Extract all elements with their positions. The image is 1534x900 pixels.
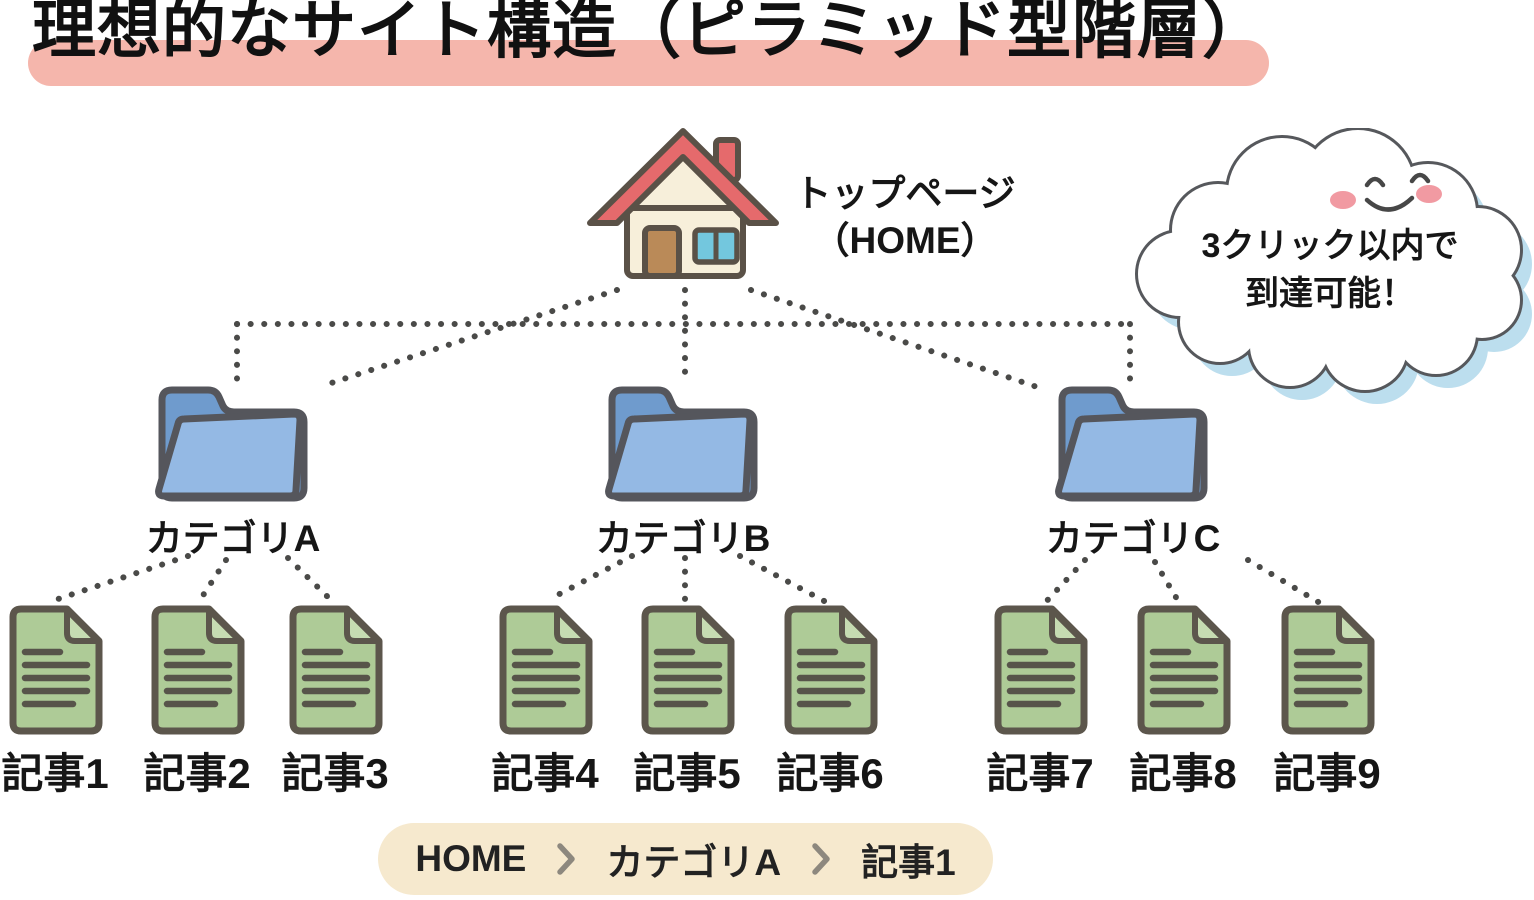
cloud-text-line2: 到達可能！ — [1245, 275, 1415, 314]
home-label-line1: トップページ — [794, 173, 1016, 214]
page-title: 理想的なサイト構造（ピラミッド型階層） — [28, 0, 1269, 86]
document-icon — [5, 604, 105, 736]
document-icon — [990, 604, 1090, 736]
page-title-text: 理想的なサイト構造（ピラミッド型階層） — [32, 0, 1267, 66]
article-2-label: 記事2 — [143, 750, 251, 797]
breadcrumb-item-home: HOME — [415, 838, 527, 879]
chevron-right-icon — [556, 842, 576, 876]
article-9-label: 記事9 — [1273, 750, 1381, 797]
folder-icon — [598, 370, 768, 510]
breadcrumb-item-category: カテゴリA — [606, 842, 782, 883]
folder-icon — [148, 370, 318, 510]
document-icon — [1277, 604, 1377, 736]
category-a-label: カテゴリA — [145, 518, 321, 559]
document-icon — [637, 604, 737, 736]
article-6-label: 記事6 — [776, 750, 884, 797]
article-8-label: 記事8 — [1129, 750, 1237, 797]
cloud-text-line1: 3クリック以内で — [1201, 227, 1459, 265]
category-b-label: カテゴリB — [595, 518, 771, 559]
document-icon — [780, 604, 880, 736]
cloud-icon — [1135, 128, 1532, 404]
document-icon — [285, 604, 385, 736]
category-c-label: カテゴリC — [1045, 518, 1221, 559]
breadcrumb-item-article: 記事1 — [861, 842, 956, 883]
folder-icon — [1048, 370, 1218, 510]
breadcrumb: HOME カテゴリA 記事1 — [378, 823, 993, 895]
cloud-callout-text: 3クリック以内で 到達可能！ — [1165, 222, 1495, 319]
home-label: トップページ （HOME） — [775, 170, 1035, 265]
chevron-right-icon — [811, 842, 831, 876]
document-icon — [1133, 604, 1233, 736]
article-4-label: 記事4 — [491, 750, 599, 797]
document-icon — [147, 604, 247, 736]
article-7-label: 記事7 — [986, 750, 1094, 797]
smiley-face-icon — [1330, 172, 1442, 212]
title-highlight — [28, 40, 1269, 86]
article-5-label: 記事5 — [633, 750, 741, 797]
house-icon — [587, 128, 779, 279]
article-3-label: 記事3 — [281, 750, 389, 797]
article-1-label: 記事1 — [1, 750, 109, 797]
home-label-line2: （HOME） — [812, 220, 998, 262]
document-icon — [495, 604, 595, 736]
